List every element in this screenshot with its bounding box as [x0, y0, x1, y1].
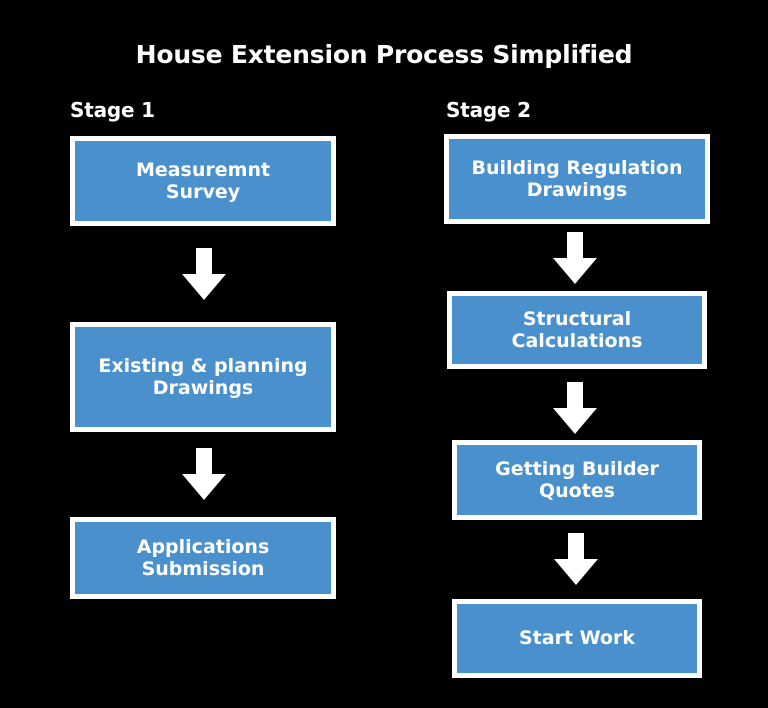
process-box-measurement-survey[interactable]: Measuremnt Survey: [70, 136, 336, 226]
process-box-label: Applications Submission: [136, 535, 270, 580]
process-box-label: Getting Builder Quotes: [495, 457, 659, 502]
process-box-getting-builder-quotes[interactable]: Getting Builder Quotes: [452, 440, 702, 520]
process-box-existing-planning-drawings[interactable]: Existing & planning Drawings: [70, 322, 336, 432]
down-arrow-icon: [554, 533, 598, 585]
down-arrow-icon: [553, 382, 597, 434]
process-box-start-work[interactable]: Start Work: [452, 599, 702, 678]
down-arrow-icon: [182, 448, 226, 500]
process-box-structural-calculations[interactable]: Structural Calculations: [447, 291, 707, 369]
process-box-label: Start Work: [519, 627, 635, 650]
page-title: House Extension Process Simplified: [135, 40, 633, 69]
process-box-building-regulation-drawings[interactable]: Building Regulation Drawings: [444, 134, 710, 224]
down-arrow-icon: [553, 232, 597, 284]
process-box-label: Building Regulation Drawings: [471, 156, 683, 201]
process-box-label: Structural Calculations: [511, 307, 643, 352]
process-box-label: Existing & planning Drawings: [98, 354, 308, 399]
process-box-label: Measuremnt Survey: [135, 158, 271, 203]
stage-1-label: Stage 1: [70, 98, 155, 122]
process-box-applications-submission[interactable]: Applications Submission: [70, 517, 336, 599]
down-arrow-icon: [182, 248, 226, 300]
stage-2-label: Stage 2: [446, 98, 531, 122]
